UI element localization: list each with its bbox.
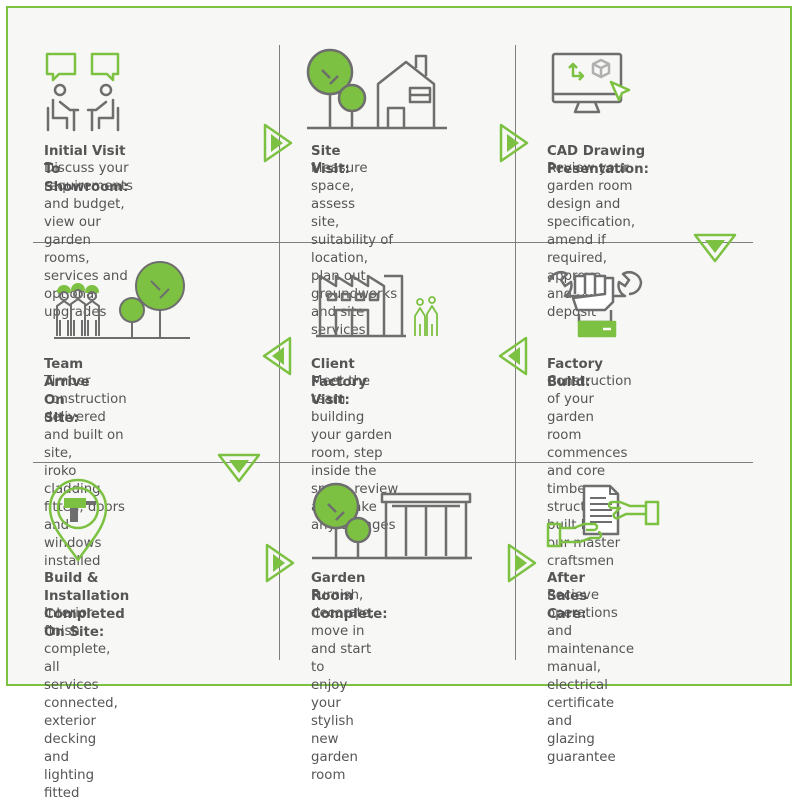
step-title: Initial Visit To Showroom: [44, 144, 129, 195]
builders-trees-icon [54, 261, 190, 339]
arrow-right-icon [263, 123, 293, 163]
arrow-right-icon [265, 543, 295, 583]
arrow-right-icon [499, 123, 529, 163]
arrow-left-icon [498, 336, 528, 376]
process-frame [6, 6, 792, 686]
step-title: Team Arrive On Site: [44, 357, 90, 426]
handshake-document-icon [546, 484, 660, 548]
meeting-icon [45, 52, 120, 132]
drill-pin-icon [48, 478, 108, 562]
garden-room-icon [312, 482, 472, 560]
step-description: Discuss your requirements and budget, vi… [44, 161, 133, 320]
step-description: Interior finish complete, all services c… [44, 606, 118, 801]
arrow-down-icon [693, 233, 737, 263]
fist-wrench-icon [547, 271, 643, 338]
trees-house-icon [306, 48, 447, 130]
step-description: Furnish, decorate, move in and start to … [311, 588, 375, 783]
step-title: Factory Build: [547, 357, 603, 390]
step-description: Construction of your garden room commenc… [547, 374, 632, 569]
step-description: Recieve operations and maintenance manua… [547, 588, 635, 765]
divider-horizontal [33, 462, 753, 463]
factory-icon [316, 274, 438, 338]
step-title: After Sales Care: [547, 571, 588, 622]
step-title: Garden Room Complete: [311, 571, 388, 622]
divider-horizontal [33, 242, 753, 243]
step-description: Measure space, assess site, suitability … [311, 161, 398, 338]
step-title: CAD Drawing Presentation: [547, 144, 649, 177]
step-title: Site Visit: [311, 144, 350, 177]
step-title: Build & Installation Completed On Site: [44, 571, 130, 640]
monitor-cad-icon [551, 52, 631, 114]
arrow-left-icon [262, 336, 292, 376]
step-title: Client Factory Visit: [311, 357, 367, 408]
arrow-right-icon [507, 543, 537, 583]
arrow-down-icon [217, 453, 261, 483]
